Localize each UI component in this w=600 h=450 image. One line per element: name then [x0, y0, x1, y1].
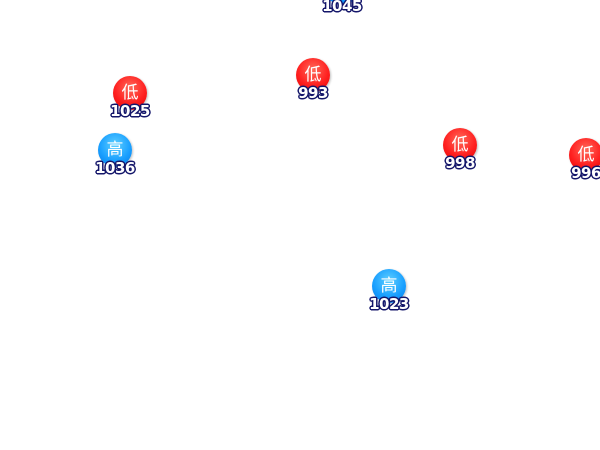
pressure-center-low[interactable]: 低 1025: [100, 76, 160, 120]
pressure-value: 1023: [369, 295, 409, 313]
pressure-value: 993: [298, 84, 328, 102]
low-pressure-icon: 低: [113, 76, 147, 110]
high-pressure-icon: 高: [325, 0, 359, 5]
pressure-center-high[interactable]: 高 1023: [359, 269, 419, 313]
pressure-value: 1025: [110, 102, 150, 120]
pressure-value: 1036: [95, 159, 135, 177]
pressure-value: 996: [571, 164, 600, 182]
pressure-value: 1045: [322, 0, 362, 15]
low-pressure-icon: 低: [569, 138, 600, 172]
pressure-value: 998: [445, 154, 475, 172]
pressure-center-high[interactable]: 高 1036: [85, 133, 145, 177]
low-pressure-icon: 低: [296, 58, 330, 92]
low-pressure-icon: 低: [443, 128, 477, 162]
pressure-center-low[interactable]: 低 998: [430, 128, 490, 172]
pressure-center-low[interactable]: 低 993: [283, 58, 343, 102]
pressure-center-high[interactable]: 高 1045: [312, 0, 372, 15]
high-pressure-icon: 高: [98, 133, 132, 167]
pressure-center-low[interactable]: 低 996: [556, 138, 600, 182]
high-pressure-icon: 高: [372, 269, 406, 303]
